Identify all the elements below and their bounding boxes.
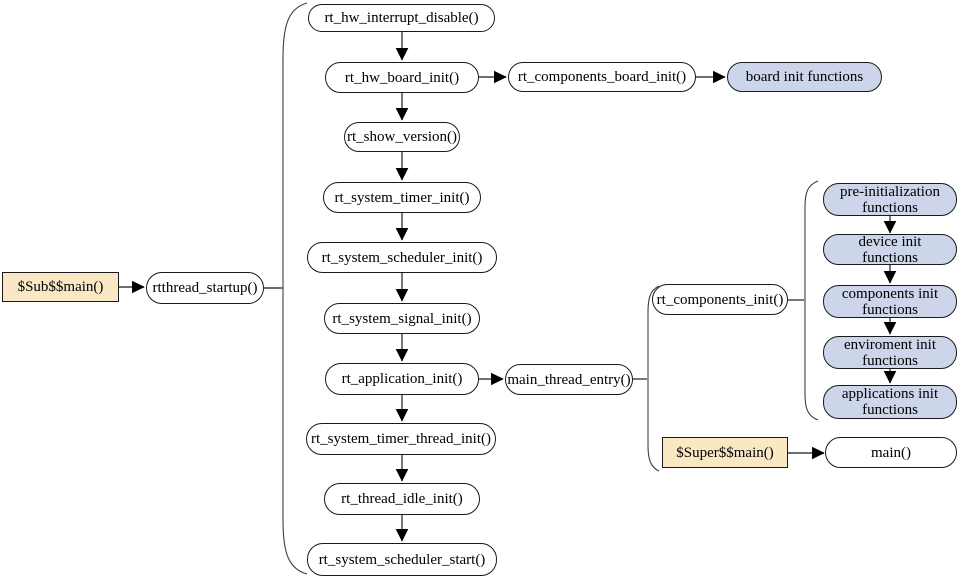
- node-components-init-functions: components init functions: [823, 285, 957, 318]
- node-main-thread-entry: main_thread_entry(): [505, 364, 633, 395]
- node-rt-application-init: rt_application_init(): [325, 363, 479, 395]
- node-rt-show-version: rt_show_version(): [344, 122, 460, 152]
- node-rt-hw-board-init: rt_hw_board_init(): [325, 62, 479, 93]
- node-super-main: $Super$$main(): [662, 437, 788, 468]
- node-rt-system-timer-init: rt_system_timer_init(): [323, 182, 481, 213]
- node-enviroment-init-functions: enviroment init functions: [823, 336, 957, 369]
- main-thread-brace: [647, 285, 660, 472]
- node-rt-components-board-init: rt_components_board_init(): [508, 62, 696, 92]
- node-rt-hw-interrupt-disable: rt_hw_interrupt_disable(): [308, 4, 495, 32]
- node-rt-system-timer-thread-init: rt_system_timer_thread_init(): [306, 423, 496, 455]
- node-applications-init-functions: applications init functions: [823, 385, 957, 419]
- node-pre-initialization-functions: pre-initialization functions: [823, 183, 957, 216]
- node-sub-main: $Sub$$main(): [2, 272, 119, 302]
- node-board-init-functions: board init functions: [727, 62, 882, 92]
- node-rt-system-signal-init: rt_system_signal_init(): [324, 303, 480, 334]
- node-rt-system-scheduler-init: rt_system_scheduler_init(): [307, 242, 497, 273]
- node-rt-components-init: rt_components_init(): [652, 284, 788, 315]
- node-device-init-functions: device init functions: [823, 234, 957, 266]
- startup-sequence-brace: [282, 2, 308, 575]
- node-rt-system-scheduler-start: rt_system_scheduler_start(): [307, 543, 497, 576]
- node-main: main(): [825, 437, 957, 468]
- node-rt-thread-idle-init: rt_thread_idle_init(): [324, 483, 480, 515]
- components-init-brace: [804, 180, 819, 421]
- node-rtthread-startup: rtthread_startup(): [146, 272, 264, 304]
